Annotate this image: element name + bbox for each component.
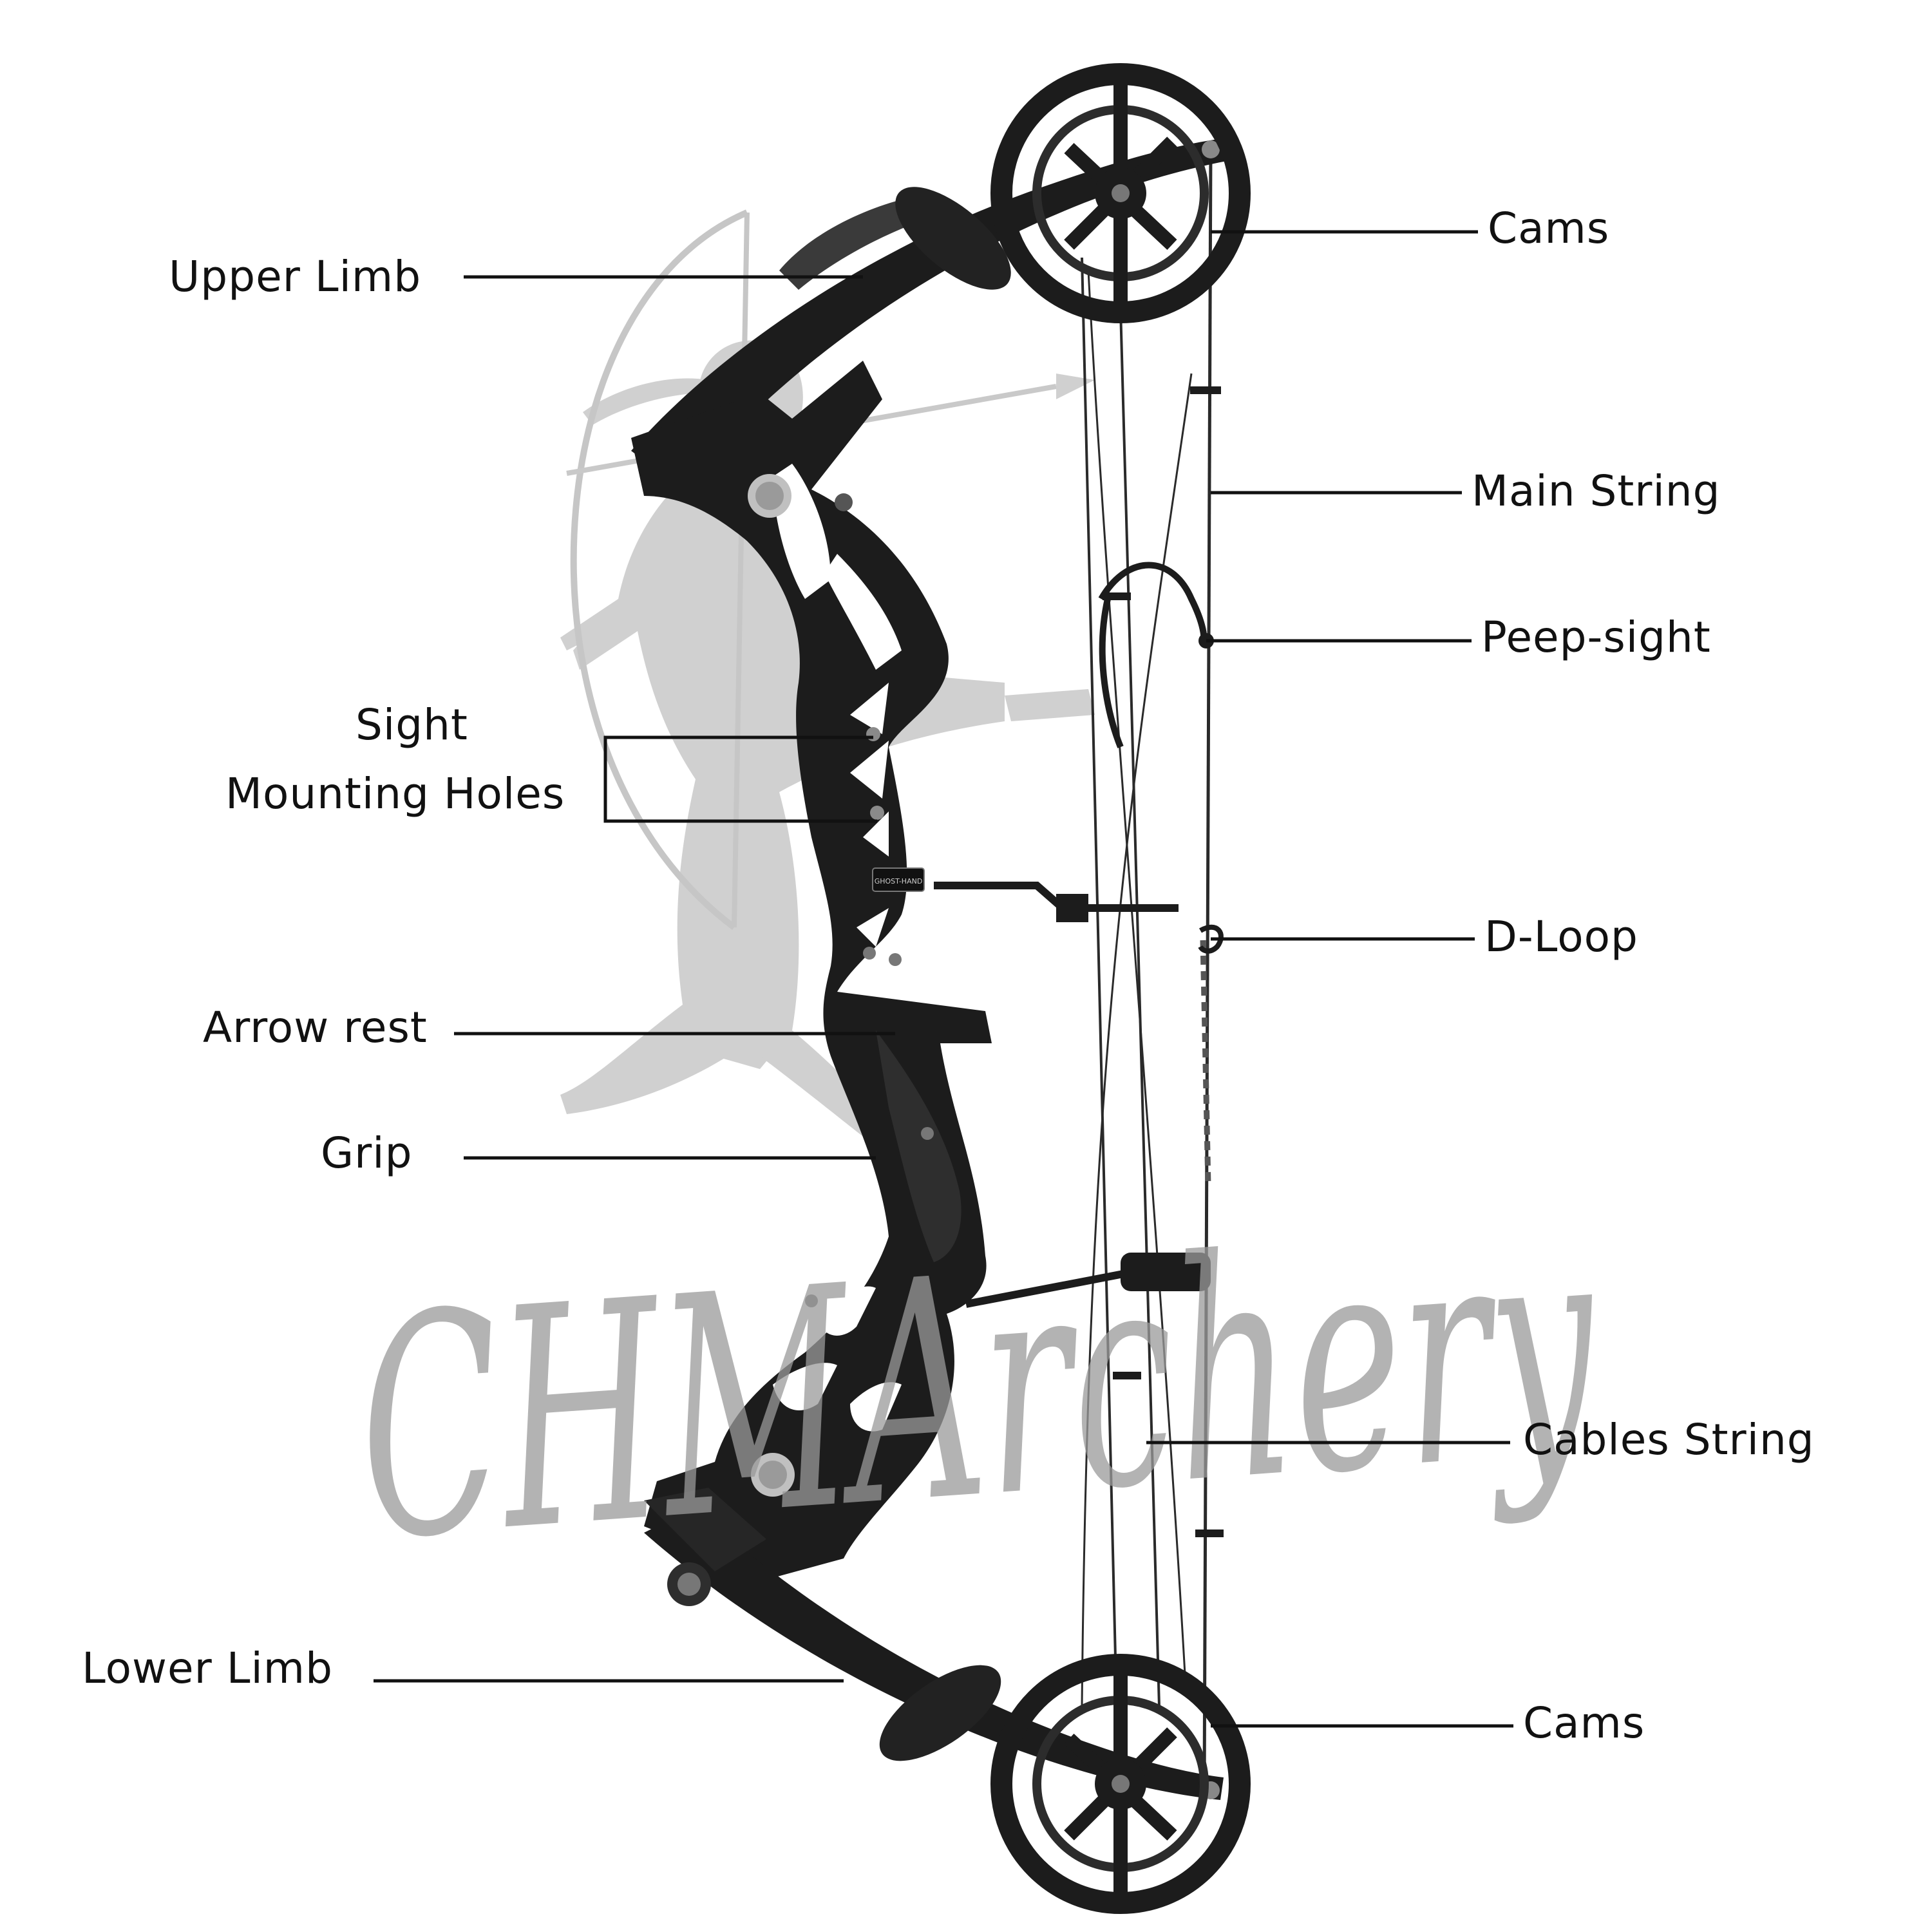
main-string-line [1202, 147, 1213, 1791]
cable-line-4 [1087, 270, 1186, 1675]
sight-hole-2 [870, 806, 884, 820]
arrow-rest-rod [934, 882, 1179, 912]
bottom-cam-shape [990, 1654, 1251, 1914]
cable-line-3 [1081, 373, 1193, 1707]
product-badge: GHOST-HAND [875, 877, 923, 886]
strings [1081, 147, 1213, 1791]
d-loop-marker [1198, 924, 1224, 954]
lower-damper [879, 1665, 1001, 1761]
leader-lines [374, 230, 1513, 1728]
watermark: CHMArchery [348, 1170, 1608, 1607]
sight-hole-1 [866, 727, 880, 741]
stabilizer-rod [965, 1268, 1135, 1308]
badge-plate [872, 867, 925, 892]
label-upper-limb: Upper Limb [169, 252, 422, 301]
cable-line-1 [1081, 257, 1119, 1739]
upper-damper [895, 187, 1011, 290]
label-cams-bottom: Cams [1523, 1698, 1645, 1748]
serving-wrap [1200, 940, 1211, 1186]
label-main-string: Main String [1472, 466, 1721, 516]
peep-sight-tube [1098, 562, 1208, 645]
accessories [934, 386, 1224, 1537]
label-cables-string: Cables String [1523, 1415, 1815, 1464]
grip-shape [876, 1030, 961, 1262]
label-grip: Grip [321, 1128, 413, 1178]
label-lower-limb: Lower Limb [82, 1643, 333, 1693]
top-cam-shape [990, 63, 1251, 323]
label-sight-line1: Sight [355, 700, 468, 750]
leader-sight-holes [603, 735, 877, 823]
lower-limb-shape [644, 1488, 1224, 1800]
label-d-loop: D-Loop [1484, 912, 1638, 961]
riser-shape [631, 361, 992, 1578]
label-sight-line2: Mounting Holes [225, 769, 565, 819]
archer-silhouette [560, 209, 1095, 1146]
label-arrow-rest: Arrow rest [203, 1003, 428, 1052]
label-cams-top: Cams [1488, 204, 1610, 253]
label-peep-sight: Peep-sight [1481, 612, 1711, 662]
